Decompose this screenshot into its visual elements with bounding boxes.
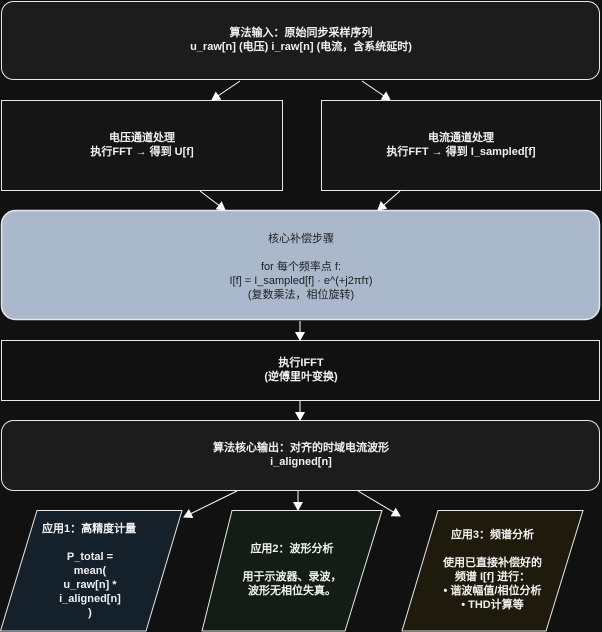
input-title: 算法输入：原始同步采样序列 xyxy=(229,27,373,39)
voltage-node xyxy=(1,100,283,191)
voltage-title: 电压通道处理 xyxy=(109,132,175,144)
ifft-title: 执行IFFT xyxy=(278,357,324,369)
input-signals: u_raw[n] (电压) i_raw[n] (电流，含系统延时) xyxy=(190,41,412,53)
current-label: 电流通道处理 执行FFT → 得到 I_sampled[f] xyxy=(321,100,601,190)
core-title: 核心补偿步骤 xyxy=(268,233,334,245)
app1-label: 应用1：高精度计量 P_total = mean( u_raw[n] * i_a… xyxy=(20,522,160,626)
voltage-label: 电压通道处理 执行FFT → 得到 U[f] xyxy=(0,100,284,190)
core-note: (复数乘法，相位旋转) xyxy=(247,289,355,301)
ifft-note: (逆傅里叶变换) xyxy=(264,371,338,383)
arrow-current-core xyxy=(377,190,401,211)
output-signal: i_aligned[n] xyxy=(270,456,332,468)
core-label: 核心补偿步骤 for 每个频率点 f: I[f] = I_sampled[f] … xyxy=(0,210,602,320)
ifft-node xyxy=(1,340,600,401)
app3-description: 使用已直接补偿好的 频谱 I[f] 进行： • 谐波幅值/相位分析 • THD计… xyxy=(443,557,542,611)
arrow-output-app3 xyxy=(357,490,401,517)
arrow-input-current xyxy=(361,80,391,101)
app2-title: 应用2：波形分析 xyxy=(250,543,334,555)
output-label: 算法核心输出：对齐的时域电流波形 i_aligned[n] xyxy=(0,420,602,490)
output-title: 算法核心输出：对齐的时域电流波形 xyxy=(213,442,389,454)
core-node xyxy=(0,209,601,321)
arrow-input-voltage xyxy=(211,80,241,101)
app2-node xyxy=(201,510,383,632)
arrow-voltage-core xyxy=(199,190,226,211)
app1-formula: P_total = mean( u_raw[n] * i_aligned[n] … xyxy=(59,551,121,619)
app3-node xyxy=(401,510,584,632)
app3-label: 应用3：频谱分析 使用已直接补偿好的 频谱 I[f] 进行： • 谐波幅值/相位… xyxy=(420,510,565,630)
voltage-step: 执行FFT → 得到 U[f] xyxy=(90,146,194,158)
arrow-output-app1 xyxy=(183,490,238,518)
input-node xyxy=(1,1,600,80)
app2-description: 用于示波器、录波， 波形无相位失真。 xyxy=(242,571,342,597)
app1-title: 应用1：高精度计量 xyxy=(42,523,137,535)
app3-title: 应用3：频谱分析 xyxy=(450,529,535,541)
app2-label: 应用2：波形分析 用于示波器、录波， 波形无相位失真。 xyxy=(222,510,362,630)
ifft-label: 执行IFFT (逆傅里叶变换) xyxy=(0,340,602,400)
core-loop: for 每个频率点 f: xyxy=(260,261,342,273)
current-title: 电流通道处理 xyxy=(428,132,494,144)
core-formula: I[f] = I_sampled[f] · e^(+j2πfτ) xyxy=(229,275,373,287)
current-node xyxy=(321,100,601,191)
app1-node xyxy=(0,510,183,632)
input-label: 算法输入：原始同步采样序列 u_raw[n] (电压) i_raw[n] (电流… xyxy=(0,0,602,80)
current-step: 执行FFT → 得到 I_sampled[f] xyxy=(386,146,536,158)
